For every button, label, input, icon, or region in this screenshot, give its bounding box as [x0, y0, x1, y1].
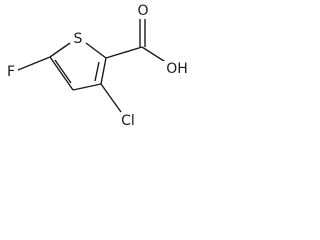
bond-s-c2 [85, 42, 107, 59]
atom-hydroxyl: OH [166, 61, 188, 77]
bond-s-c5 [49, 42, 71, 58]
label-backing-oh [163, 61, 191, 77]
atom-sulfur: S [74, 31, 83, 47]
bond-c4-c5-inner [54, 59, 72, 84]
structure-diagram: S F Cl O OH [5, 3, 191, 129]
bond-c2-c3 [100, 57, 107, 85]
bond-c5-f [17, 56, 51, 71]
label-backing-cl [117, 113, 139, 129]
bond-c-oh [141, 46, 168, 64]
bond-c4-c5 [49, 56, 74, 91]
label-backing-f [5, 64, 17, 80]
bond-c3-cl [100, 83, 122, 113]
bond-c2-cooh [105, 46, 143, 59]
bond-c2-c3-inner [94, 61, 100, 82]
atom-fluorine: F [7, 64, 15, 80]
label-backing-o [136, 3, 150, 19]
bond-c3-c4 [72, 83, 102, 91]
atom-chlorine: Cl [121, 113, 135, 129]
atom-carbonyl-oxygen: O [137, 3, 148, 19]
label-backing-s [71, 31, 85, 47]
